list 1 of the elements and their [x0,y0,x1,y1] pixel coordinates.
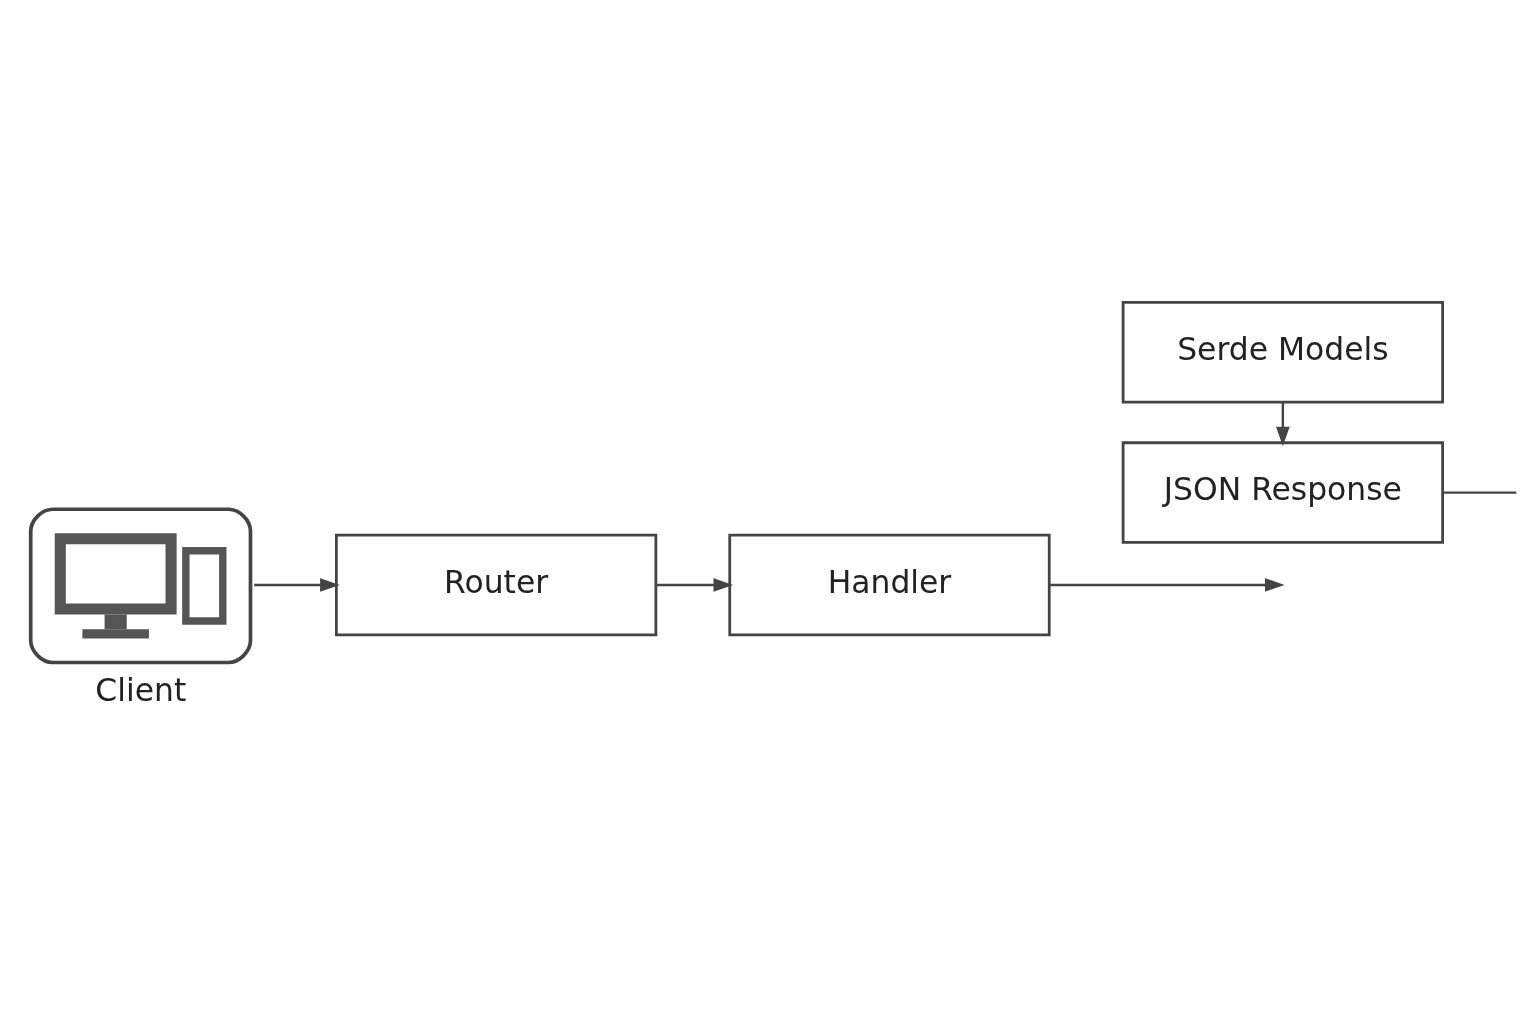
node-label: Client [95,671,187,708]
